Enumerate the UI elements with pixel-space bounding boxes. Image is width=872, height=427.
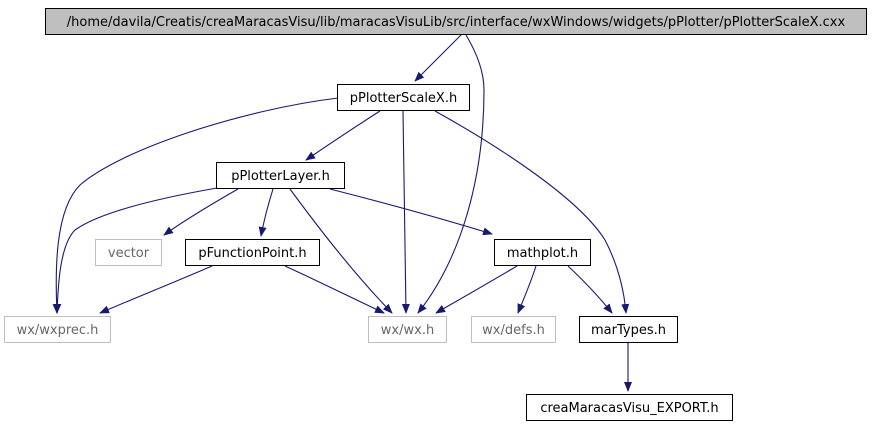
node-label: mathplot.h: [507, 246, 578, 261]
edge-root-to-scalex_h: [414, 34, 462, 82]
node-root[interactable]: /home/davila/Creatis/creaMaracasVisu/lib…: [45, 8, 867, 35]
node-box: [337, 84, 470, 111]
edge-line: [567, 265, 613, 314]
node-export-h[interactable]: creaMaracasVisu_EXPORT.h: [526, 394, 733, 421]
node-box: [216, 162, 345, 189]
edge-mathplot_h-to-martypes_h: [567, 265, 613, 314]
edge-line: [435, 265, 518, 314]
edge-line: [305, 110, 381, 161]
edge-line: [414, 34, 462, 82]
node-box: [526, 394, 733, 421]
edge-mathplot_h-to-defs_h: [517, 265, 537, 314]
node-label: pFunctionPoint.h: [198, 246, 306, 261]
edge-line: [284, 265, 385, 314]
node-box: [185, 239, 320, 266]
edge-line: [329, 188, 493, 236]
edge-line: [258, 188, 274, 237]
edge-scalex_h-to-wxprec_h: [52, 97, 339, 314]
edge-layer_h-to-vector: [163, 188, 239, 236]
node-box: [368, 316, 447, 343]
node-wxprec-h[interactable]: wx/wxprec.h: [4, 316, 111, 343]
edge-line: [52, 97, 339, 314]
edges-layer: [52, 34, 632, 392]
node-wx-h[interactable]: wx/wx.h: [368, 316, 447, 343]
node-label: wx/wxprec.h: [17, 323, 99, 338]
node-label: vector: [108, 246, 150, 261]
node-defs-h[interactable]: wx/defs.h: [471, 316, 556, 343]
node-box: [579, 316, 678, 343]
edge-layer_h-to-mathplot_h: [329, 188, 493, 236]
edge-layer_h-to-wx_h: [289, 188, 393, 314]
edge-funcpoint_h-to-wxprec_h: [99, 265, 213, 314]
node-vector[interactable]: vector: [95, 239, 162, 266]
edge-scalex_h-to-wx_h: [401, 110, 410, 314]
node-box: [45, 8, 867, 35]
edge-line: [517, 265, 537, 314]
node-layer-h[interactable]: pPlotterLayer.h: [216, 162, 345, 189]
node-scalex-h[interactable]: pPlotterScaleX.h: [337, 84, 470, 111]
edge-funcpoint_h-to-wx_h: [284, 265, 385, 314]
node-label: wx/defs.h: [482, 323, 545, 338]
edge-line: [417, 34, 485, 314]
nodes-layer: /home/davila/Creatis/creaMaracasVisu/lib…: [4, 8, 867, 421]
edge-scalex_h-to-martypes_h: [434, 110, 630, 314]
edge-scalex_h-to-layer_h: [305, 110, 381, 161]
edge-layer_h-to-funcpoint_h: [258, 188, 274, 237]
node-mathplot-h[interactable]: mathplot.h: [494, 239, 591, 266]
node-box: [471, 316, 556, 343]
node-box: [494, 239, 591, 266]
node-label: creaMaracasVisu_EXPORT.h: [540, 401, 718, 416]
node-label: /home/davila/Creatis/creaMaracasVisu/lib…: [67, 15, 846, 30]
node-box: [95, 239, 162, 266]
edge-line: [53, 187, 218, 314]
node-box: [4, 316, 111, 343]
node-label: marTypes.h: [591, 323, 666, 338]
node-label: wx/wx.h: [381, 323, 434, 338]
edge-line: [401, 110, 410, 314]
edge-root-to-wx_h: [417, 34, 485, 314]
node-label: pPlotterLayer.h: [231, 169, 330, 184]
edge-line: [99, 265, 213, 314]
edge-line: [163, 188, 239, 236]
edge-mathplot_h-to-wx_h: [435, 265, 518, 314]
edge-layer_h-to-wxprec_h: [53, 187, 218, 314]
node-martypes-h[interactable]: marTypes.h: [579, 316, 678, 343]
node-label: pPlotterScaleX.h: [350, 91, 457, 106]
edge-line: [434, 110, 630, 314]
node-funcpoint-h[interactable]: pFunctionPoint.h: [185, 239, 320, 266]
edge-line: [289, 188, 393, 314]
